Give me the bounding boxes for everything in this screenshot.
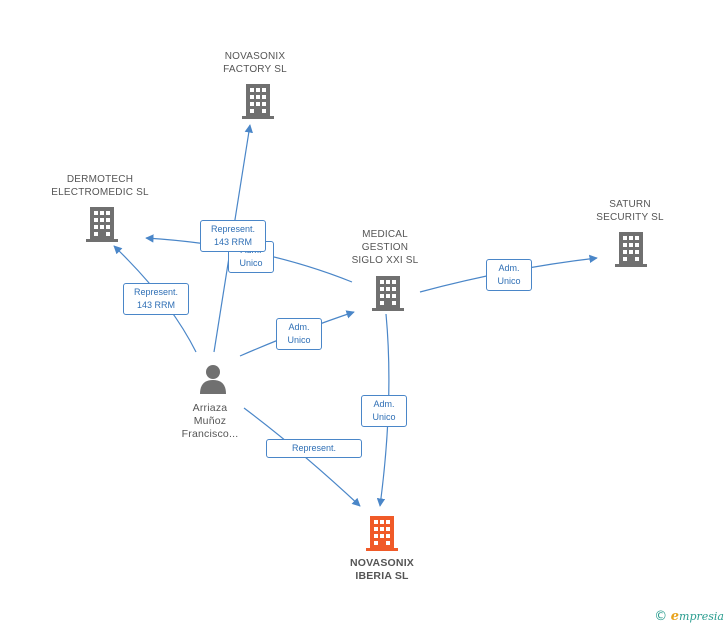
node-label-saturn[interactable]: SATURN SECURITY SL bbox=[596, 199, 664, 223]
person-icon[interactable] bbox=[200, 365, 226, 394]
building-icon[interactable] bbox=[86, 207, 118, 242]
building-icon[interactable] bbox=[615, 232, 647, 267]
node-label-person[interactable]: Arriaza Muñoz Francisco... bbox=[181, 402, 239, 440]
edge-label-adm-unico: Adm. Unico bbox=[486, 259, 532, 291]
edge-label-represent: Represent. 143 RRM bbox=[200, 220, 266, 252]
brand-initial: e bbox=[670, 609, 680, 624]
brand-logo: © empresia bbox=[654, 609, 724, 624]
node-label-novasonix-factory[interactable]: NOVASONIX FACTORY SL bbox=[223, 51, 287, 75]
node-label-novasonix-iberia[interactable]: NOVASONIX IBERIA SL bbox=[349, 557, 415, 582]
node-label-medical-gestion[interactable]: MEDICAL GESTION SIGLO XXI SL bbox=[351, 229, 419, 266]
edge-label-represent: Represent. 143 RRM bbox=[123, 283, 189, 315]
edge-label-adm-unico: Adm. Unico bbox=[276, 318, 322, 350]
brand-name: mpresia bbox=[679, 610, 724, 623]
edge-label-adm-unico: Adm. Unico bbox=[361, 395, 407, 427]
building-icon[interactable] bbox=[372, 276, 404, 311]
building-icon-main[interactable] bbox=[366, 516, 398, 551]
node-label-dermotech[interactable]: DERMOTECH ELECTROMEDIC SL bbox=[51, 174, 149, 198]
building-icon[interactable] bbox=[242, 84, 274, 119]
copyright-icon: © bbox=[654, 609, 668, 624]
edge-label-represent: Represent. bbox=[266, 439, 362, 458]
